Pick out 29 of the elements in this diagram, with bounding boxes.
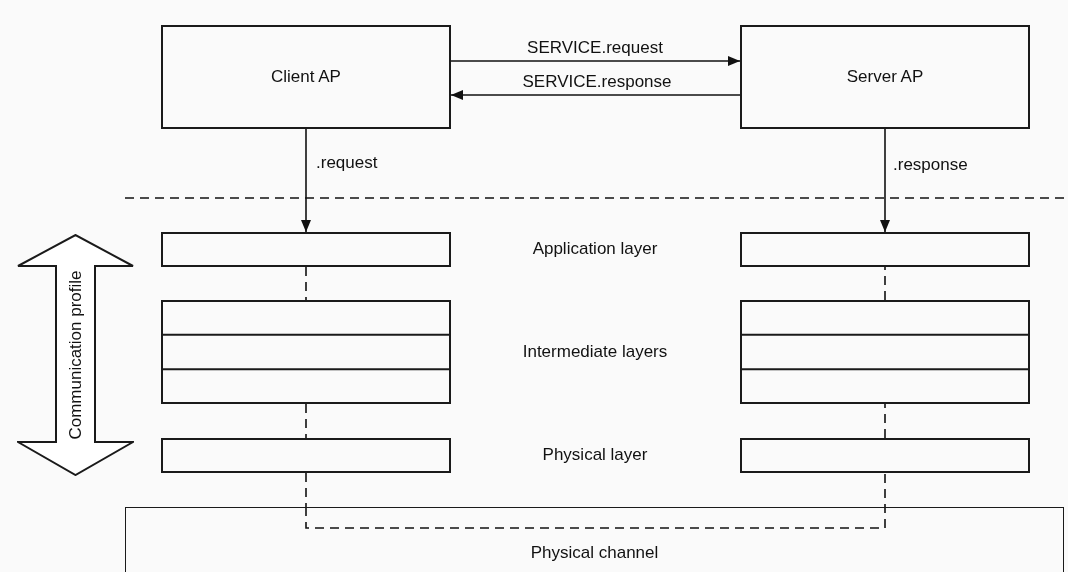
node-label: Physical channel [530, 543, 659, 563]
double-arrow [17, 234, 134, 476]
layer-box [740, 438, 1030, 473]
arrow [301, 128, 311, 233]
layer-box [740, 232, 1030, 267]
data-path-line [305, 472, 307, 508]
channel-box [125, 507, 1064, 572]
layer-label: Intermediate layers [522, 342, 668, 362]
axis-label: Communication profile [65, 270, 86, 440]
layer-stack [161, 300, 451, 404]
data-path-line [305, 472, 886, 529]
node-label: Server AP [846, 67, 924, 87]
arrow [880, 128, 890, 233]
data-path-line [305, 403, 307, 439]
process-box [161, 25, 451, 129]
layer-box [161, 232, 451, 267]
layer-stack [740, 300, 1030, 404]
data-path-line [884, 266, 886, 301]
layer-label: Physical layer [542, 445, 648, 465]
arrow [450, 90, 741, 100]
edge-label: SERVICE.request [525, 38, 665, 58]
process-box [740, 25, 1030, 129]
data-path-line [305, 266, 307, 301]
arrow [450, 56, 741, 66]
node-label: Client AP [271, 67, 341, 87]
layer-label: Application layer [532, 239, 658, 259]
edge-label: SERVICE.response [520, 72, 674, 92]
layer-box [161, 438, 451, 473]
data-path-line [884, 403, 886, 439]
